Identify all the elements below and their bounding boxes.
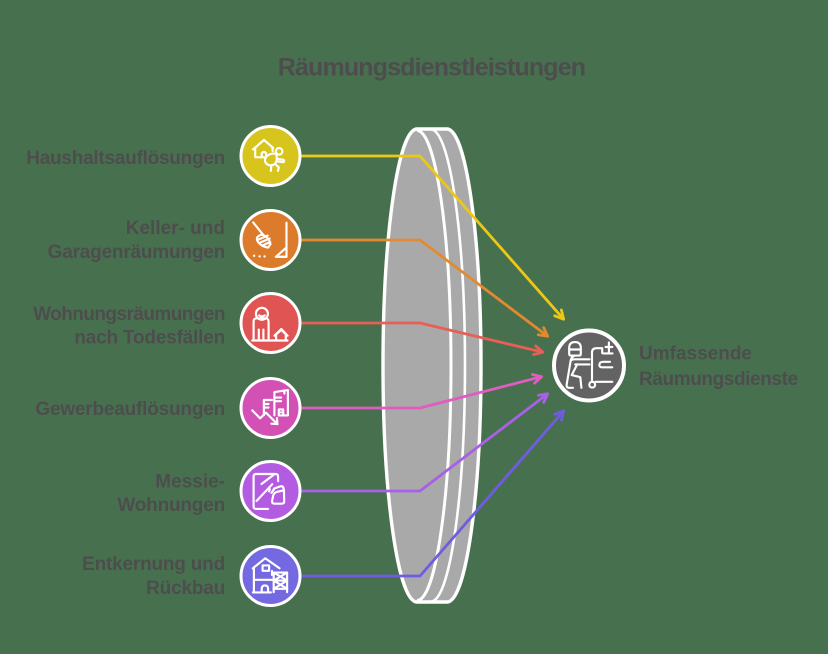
svg-text:Haushaltsauflösungen: Haushaltsauflösungen [26,148,225,169]
svg-text:Umfassende: Umfassende [639,344,752,365]
svg-text:Gewerbeauflösungen: Gewerbeauflösungen [35,399,225,420]
svg-text:Rückbau: Rückbau [146,578,225,599]
svg-text:Keller- und: Keller- und [126,218,225,239]
svg-text:Räumungsdienste: Räumungsdienste [639,369,798,390]
svg-text:Wohnungen: Wohnungen [117,495,225,516]
svg-text:nach Todesfällen: nach Todesfällen [74,328,225,349]
svg-text:Messie-: Messie- [155,471,225,492]
svg-text:Wohnungsräumungen: Wohnungsräumungen [33,304,225,325]
svg-text:Garagenräumungen: Garagenräumungen [48,242,225,263]
svg-text:Entkernung und: Entkernung und [82,554,225,575]
svg-text:Räumungsdienstleistungen: Räumungsdienstleistungen [278,54,585,82]
